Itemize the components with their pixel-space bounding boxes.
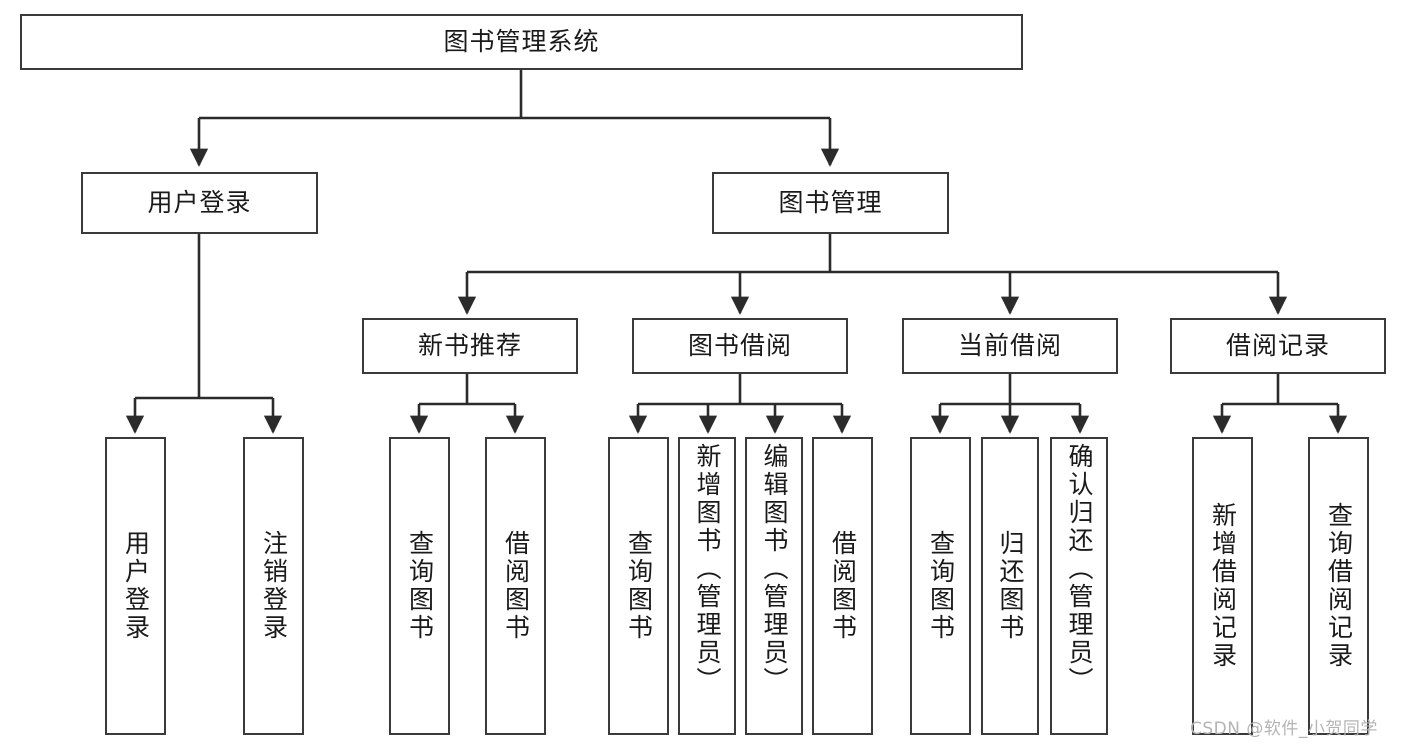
node-leaf-query-book-2[interactable]: 查询图书 [608,437,669,735]
node-book-management-label: 图书管理 [778,187,883,217]
node-borrow-record[interactable]: 借阅记录 [1170,318,1386,374]
node-leaf-query-book-1-label: 查询图书 [405,530,435,642]
node-leaf-borrow-book-2[interactable]: 借阅图书 [812,437,873,735]
node-root-label: 图书管理系统 [443,26,600,56]
node-leaf-query-book-2-label: 查询图书 [624,530,654,642]
node-leaf-add-book[interactable]: 新增图书（管理员） [678,437,736,735]
node-user-login-label: 用户登录 [147,187,252,217]
node-new-book-recommend[interactable]: 新书推荐 [362,318,578,374]
node-leaf-borrow-book-1[interactable]: 借阅图书 [485,437,546,735]
node-leaf-add-record-label: 新增借阅记录 [1208,502,1238,670]
node-leaf-query-book-1[interactable]: 查询图书 [389,437,450,735]
node-leaf-return-book-label: 归还图书 [996,530,1025,642]
node-leaf-user-login[interactable]: 用户登录 [105,437,166,735]
node-user-login[interactable]: 用户登录 [81,172,318,234]
node-root[interactable]: 图书管理系统 [20,14,1023,70]
node-leaf-borrow-book-2-label: 借阅图书 [828,530,858,642]
node-new-book-recommend-label: 新书推荐 [417,330,522,360]
node-leaf-query-record-label: 查询借阅记录 [1324,502,1354,670]
node-leaf-edit-book[interactable]: 编辑图书（管理员） [745,437,803,735]
node-leaf-query-book-3[interactable]: 查询图书 [910,437,971,735]
node-leaf-query-record[interactable]: 查询借阅记录 [1308,437,1369,735]
node-book-management[interactable]: 图书管理 [712,172,949,234]
node-leaf-borrow-book-1-label: 借阅图书 [501,530,531,642]
node-current-borrow-label: 当前借阅 [957,330,1062,360]
node-leaf-user-login-label: 用户登录 [121,530,151,642]
node-leaf-add-book-label: 新增图书（管理员） [693,443,722,695]
node-current-borrow[interactable]: 当前借阅 [902,318,1118,374]
node-book-borrow[interactable]: 图书借阅 [632,318,848,374]
node-leaf-logout-label: 注销登录 [259,530,289,642]
node-leaf-confirm-return-label: 确认归还（管理员） [1065,443,1094,695]
node-borrow-record-label: 借阅记录 [1225,330,1330,360]
node-leaf-confirm-return[interactable]: 确认归还（管理员） [1050,437,1108,735]
node-leaf-edit-book-label: 编辑图书（管理员） [760,443,789,695]
node-leaf-add-record[interactable]: 新增借阅记录 [1192,437,1253,735]
node-leaf-query-book-3-label: 查询图书 [926,530,956,642]
csdn-watermark: CSDN @软件_小贺同学 [1190,719,1378,739]
node-leaf-logout[interactable]: 注销登录 [243,437,304,735]
node-book-borrow-label: 图书借阅 [687,330,792,360]
node-leaf-return-book[interactable]: 归还图书 [981,437,1039,735]
